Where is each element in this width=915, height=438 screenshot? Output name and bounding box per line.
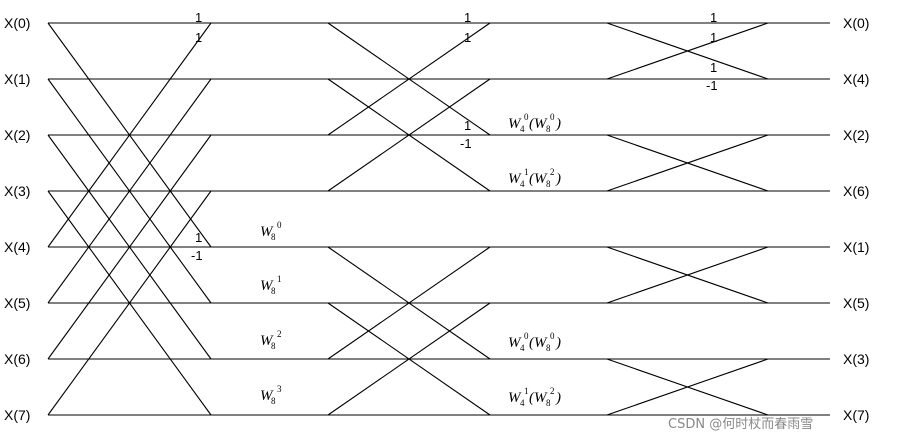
svg-text:W: W [260, 333, 274, 349]
input-label: X(0) [4, 15, 30, 31]
twiddle-factor: W 8 3 [260, 384, 282, 406]
svg-text:8: 8 [271, 232, 276, 242]
output-label: X(1) [843, 239, 869, 255]
svg-text:): ) [555, 390, 561, 406]
butterfly-wire [47, 78, 212, 304]
svg-text:0: 0 [277, 220, 282, 230]
twiddle-factor: W 4 1 (W 8 2 ) [508, 386, 561, 408]
svg-text:4: 4 [520, 179, 525, 189]
stage1-coefficients: 1 1 1 -1 [191, 10, 203, 263]
svg-text:W: W [260, 388, 274, 404]
svg-text:2: 2 [277, 329, 282, 339]
butterfly-coefficient: 1 [195, 10, 202, 25]
svg-text:4: 4 [520, 398, 525, 408]
input-label: X(3) [4, 183, 30, 199]
output-label: X(2) [843, 127, 869, 143]
stage3-coefficients: 1 1 1 -1 [706, 10, 718, 93]
svg-text:4: 4 [520, 124, 525, 134]
svg-text:1: 1 [524, 167, 529, 177]
twiddle-factor: W 4 0 (W 8 0 ) [508, 112, 561, 134]
stage2-twiddles: W 4 0 (W 8 0 ) W 4 1 (W 8 2 ) W 4 0 (W 8… [508, 112, 561, 408]
svg-text:0: 0 [550, 112, 555, 122]
butterfly-wire [327, 22, 491, 136]
svg-text:8: 8 [271, 396, 276, 406]
butterfly-wire [47, 22, 212, 248]
butterfly-wire [606, 134, 769, 192]
svg-text:4: 4 [520, 343, 525, 353]
output-label: X(0) [843, 15, 869, 31]
butterfly-coefficient: 1 [195, 230, 202, 245]
butterfly-coefficient: 1 [710, 30, 717, 45]
input-label: X(5) [4, 295, 30, 311]
output-label: X(3) [843, 351, 869, 367]
svg-text:W: W [260, 278, 274, 294]
butterfly-wire [606, 22, 769, 80]
svg-text:W: W [508, 335, 522, 351]
svg-text:0: 0 [550, 331, 555, 341]
svg-text:2: 2 [550, 167, 555, 177]
butterfly-wire [327, 78, 491, 192]
svg-text:W: W [508, 116, 522, 132]
input-label: X(6) [4, 351, 30, 367]
svg-text:8: 8 [271, 286, 276, 296]
butterfly-coefficient: 1 [710, 10, 717, 25]
svg-text:(W: (W [529, 390, 548, 406]
butterfly-wire [47, 190, 212, 416]
twiddle-factor: W 8 1 [260, 274, 282, 296]
input-label: X(1) [4, 71, 30, 87]
input-labels: X(0) X(1) X(2) X(3) X(4) X(5) X(6) X(7) [4, 15, 30, 423]
output-labels: X(0) X(4) X(2) X(6) X(1) X(5) X(3) X(7) [843, 15, 869, 423]
svg-text:0: 0 [524, 112, 529, 122]
butterfly-wire [606, 358, 769, 416]
output-label: X(5) [843, 295, 869, 311]
twiddle-factor: W 8 0 [260, 220, 282, 242]
input-label: X(7) [4, 407, 30, 423]
twiddle-factor: W 8 2 [260, 329, 282, 351]
twiddle-factor: W 4 0 (W 8 0 ) [508, 331, 561, 353]
svg-text:W: W [508, 390, 522, 406]
signal-wires [47, 22, 830, 416]
svg-text:8: 8 [546, 343, 551, 353]
butterfly-coefficient: 1 [464, 10, 471, 25]
input-label: X(2) [4, 127, 30, 143]
butterfly-wire [327, 246, 491, 360]
butterfly-coefficient: 1 [464, 118, 471, 133]
svg-text:(W: (W [529, 335, 548, 351]
butterfly-coefficient: 1 [464, 30, 471, 45]
svg-text:): ) [555, 116, 561, 132]
butterfly-coefficient: -1 [191, 248, 203, 263]
butterfly-wire [327, 302, 491, 416]
output-label: X(4) [843, 71, 869, 87]
butterfly-coefficient: -1 [706, 78, 718, 93]
svg-text:3: 3 [277, 384, 282, 394]
svg-text:W: W [260, 224, 274, 240]
twiddle-factor: W 4 1 (W 8 2 ) [508, 167, 561, 189]
svg-text:): ) [555, 335, 561, 351]
butterfly-coefficient: -1 [460, 136, 472, 151]
svg-text:8: 8 [546, 124, 551, 134]
stage2-coefficients: 1 1 1 -1 [460, 10, 472, 151]
butterfly-wire [47, 134, 212, 360]
butterfly-coefficient: 1 [710, 60, 717, 75]
butterfly-coefficient: 1 [195, 30, 202, 45]
svg-text:8: 8 [271, 341, 276, 351]
stage1-twiddles: W 8 0 W 8 1 W 8 2 W 8 3 [260, 220, 282, 406]
svg-text:0: 0 [524, 331, 529, 341]
svg-text:(W: (W [529, 171, 548, 187]
svg-text:W: W [508, 171, 522, 187]
svg-text:1: 1 [277, 274, 282, 284]
svg-text:2: 2 [550, 386, 555, 396]
output-label: X(6) [843, 183, 869, 199]
svg-text:(W: (W [529, 116, 548, 132]
watermark-text: CSDN @何时杖而春雨雪 [668, 416, 813, 432]
output-label: X(7) [843, 407, 869, 423]
input-label: X(4) [4, 239, 30, 255]
svg-text:8: 8 [546, 179, 551, 189]
svg-text:1: 1 [524, 386, 529, 396]
svg-text:8: 8 [546, 398, 551, 408]
butterfly-wire [606, 246, 769, 304]
svg-text:): ) [555, 171, 561, 187]
